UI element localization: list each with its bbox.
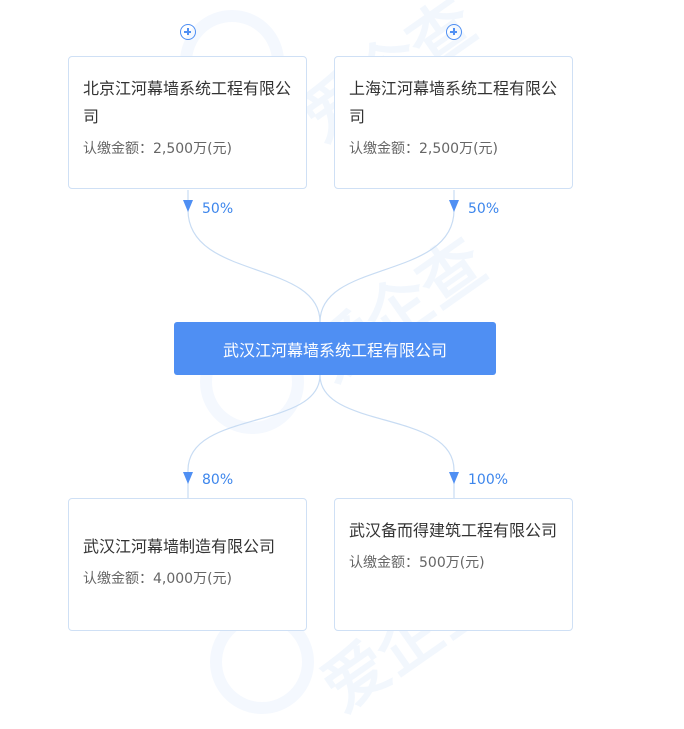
link-investment-2 — [319, 374, 455, 498]
expand-plus-icon[interactable] — [446, 24, 462, 40]
link-shareholder-1 — [187, 190, 321, 323]
shareholder-card[interactable]: 北京江河幕墙系统工程有限公司 认缴金额：2,500万(元) — [68, 56, 307, 189]
share-percent: 50% — [468, 201, 500, 217]
share-percent: 80% — [202, 472, 234, 488]
equity-connector-lines — [183, 190, 459, 498]
link-shareholder-2 — [319, 190, 455, 323]
investment-card[interactable]: 武汉备而得建筑工程有限公司 认缴金额：500万(元) — [334, 498, 573, 631]
subscribed-amount: 认缴金额：4,000万(元) — [83, 571, 233, 587]
arrow-down-icon — [183, 200, 193, 212]
target-company[interactable]: 武汉江河幕墙系统工程有限公司 — [174, 322, 496, 375]
share-percent: 100% — [468, 472, 509, 488]
subscribed-amount: 认缴金额：2,500万(元) — [349, 141, 499, 157]
investment-name: 武汉江河幕墙制造有限公司 — [83, 537, 276, 556]
arrow-down-icon — [449, 472, 459, 484]
shareholder-name: 北京江河幕墙系统工程有限公司 — [83, 79, 292, 126]
expand-plus-icon[interactable] — [180, 24, 196, 40]
shareholder-card[interactable]: 上海江河幕墙系统工程有限公司 认缴金额：2,500万(元) — [334, 56, 573, 189]
arrow-down-icon — [183, 472, 193, 484]
investment-name: 武汉备而得建筑工程有限公司 — [349, 521, 558, 540]
investment-card[interactable]: 武汉江河幕墙制造有限公司 认缴金额：4,000万(元) — [68, 498, 307, 631]
share-percent: 50% — [202, 201, 234, 217]
link-investment-1 — [187, 374, 321, 498]
subscribed-amount: 认缴金额：500万(元) — [349, 555, 485, 571]
subscribed-amount: 认缴金额：2,500万(元) — [83, 141, 233, 157]
shareholder-name: 上海江河幕墙系统工程有限公司 — [349, 79, 558, 126]
arrow-down-icon — [449, 200, 459, 212]
